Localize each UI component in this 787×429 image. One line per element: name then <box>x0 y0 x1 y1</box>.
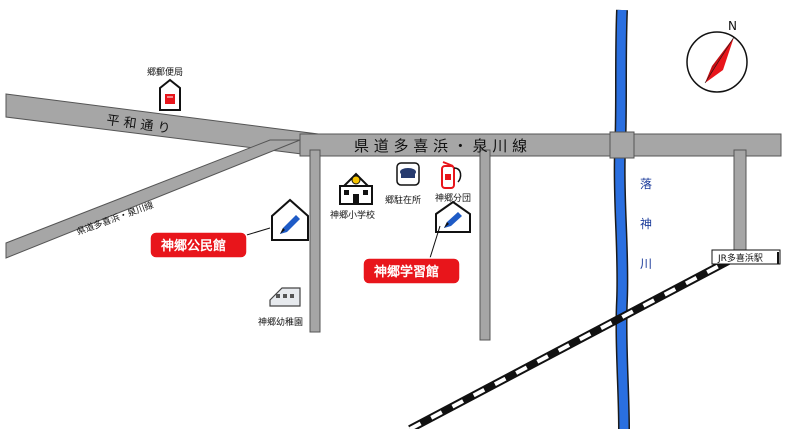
learning-hall-label: 神郷学習館 <box>374 264 439 280</box>
mailbox-icon <box>165 94 175 104</box>
school-label: 神郷小学校 <box>330 209 375 221</box>
river-char-3: 川 <box>640 257 652 271</box>
house-icon <box>271 198 309 241</box>
community-hall-marker[interactable] <box>271 198 309 241</box>
fire-brigade-label: 神郷分団 <box>435 192 471 204</box>
side-road-middle <box>479 149 491 341</box>
road-network <box>5 93 782 341</box>
jr-station-label: JR多喜浜駅 <box>717 252 763 264</box>
community-hall-label: 神郷公民館 <box>161 238 226 254</box>
community-hall-callout[interactable]: 神郷公民館 <box>149 231 248 259</box>
kindergarten-label: 神郷幼稚園 <box>258 316 303 328</box>
fire-brigade[interactable]: 神郷分団 <box>435 161 471 204</box>
ochigami-river-water <box>615 9 629 429</box>
prefectural-road-main <box>299 133 782 157</box>
pencil-icon <box>280 215 300 234</box>
learning-hall-leader <box>429 225 441 259</box>
police-cap-icon <box>396 162 420 186</box>
prefectural-road-side <box>5 139 301 259</box>
learning-hall-marker[interactable] <box>435 200 471 233</box>
side-road-left <box>309 149 321 333</box>
river-char-1: 落 <box>640 177 652 191</box>
police-box[interactable]: 郷駐在所 <box>385 162 421 206</box>
kindergarten-building-icon <box>269 287 301 307</box>
kindergarten[interactable]: 神郷幼稚園 <box>258 287 303 328</box>
fire-extinguisher-icon <box>441 161 462 189</box>
post-office[interactable]: 郷郵便局 <box>147 66 183 111</box>
post-office-label: 郷郵便局 <box>147 66 183 78</box>
learning-hall-callout[interactable]: 神郷学習館 <box>362 257 461 285</box>
bridge <box>609 131 635 159</box>
jr-station[interactable]: JR多喜浜駅 <box>711 249 781 265</box>
school[interactable]: 神郷小学校 <box>330 172 375 221</box>
river-label: 落 神 川 <box>640 177 652 271</box>
police-label: 郷駐在所 <box>385 194 421 206</box>
jr-railway <box>408 254 736 429</box>
compass: N <box>686 19 748 93</box>
side-road-right <box>733 149 747 255</box>
school-icon <box>339 172 373 205</box>
compass-icon <box>686 31 748 93</box>
pencil-icon <box>444 212 462 228</box>
prefectural-road-main-label: 県 道 多 喜 浜 ・ 泉 川 線 <box>354 137 527 155</box>
river-char-2: 神 <box>640 217 652 231</box>
compass-north-label: N <box>728 19 737 33</box>
